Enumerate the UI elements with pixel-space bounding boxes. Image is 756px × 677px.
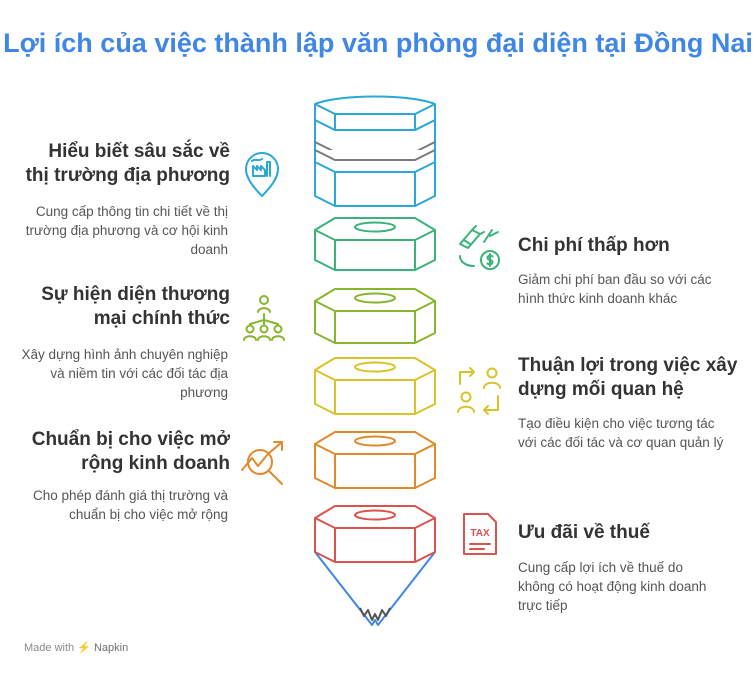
central-stack xyxy=(314,95,436,626)
relationship-exchange-icon xyxy=(457,367,501,415)
footer-watermark: Made with ⚡ Napkin xyxy=(24,641,128,654)
page-title: Lợi ích của việc thành lập văn phòng đại… xyxy=(3,28,753,58)
stack-tier-tax-incentive xyxy=(314,505,436,626)
presence-people-icon xyxy=(243,295,285,341)
tax-icon-label: TAX xyxy=(470,528,490,539)
stack-tier-market-insight xyxy=(314,95,436,207)
cost-cut-icon xyxy=(459,225,500,270)
footer-brand: Napkin xyxy=(93,642,129,654)
stack-tier-expansion-prep xyxy=(314,431,436,489)
footer-prefix: Made with xyxy=(24,642,75,654)
description-market-insight: Cung cấp thông tin chi tiết về thị trườn… xyxy=(25,204,228,257)
stack-tier-commercial-presence xyxy=(314,288,436,344)
description-tax-incentive: Cung cấp lợi ích về thuế do không có hoạ… xyxy=(518,560,707,613)
tax-document-icon: TAX xyxy=(463,513,497,555)
napkin-logo-icon: ⚡ xyxy=(77,642,91,654)
heading-commercial-presence: Sự hiện diện thương mại chính thức xyxy=(41,284,230,329)
description-commercial-presence: Xây dựng hình ảnh chuyên nghiệp và niềm … xyxy=(21,347,228,400)
heading-tax-incentive: Ưu đãi về thuế xyxy=(518,522,650,543)
heading-relationship: Thuận lợi trong việc xây dựng mối quan h… xyxy=(518,355,738,400)
growth-analysis-icon xyxy=(241,441,283,485)
heading-market-insight: Hiểu biết sâu sắc về thị trường địa phươ… xyxy=(25,141,230,186)
description-lower-cost: Giảm chi phí ban đầu so với các hình thứ… xyxy=(518,272,712,306)
description-expansion-prep: Cho phép đánh giá thị trường và chuẩn bị… xyxy=(32,488,228,522)
heading-expansion-prep: Chuẩn bị cho việc mở rộng kinh doanh xyxy=(31,429,230,474)
stack-tier-relationship xyxy=(314,357,436,415)
stack-tier-lower-cost xyxy=(314,217,436,271)
market-chart-icon xyxy=(245,152,279,197)
heading-lower-cost: Chi phí thấp hơn xyxy=(518,235,670,256)
description-relationship: Tạo điều kiện cho việc tương tác với các… xyxy=(518,416,724,450)
